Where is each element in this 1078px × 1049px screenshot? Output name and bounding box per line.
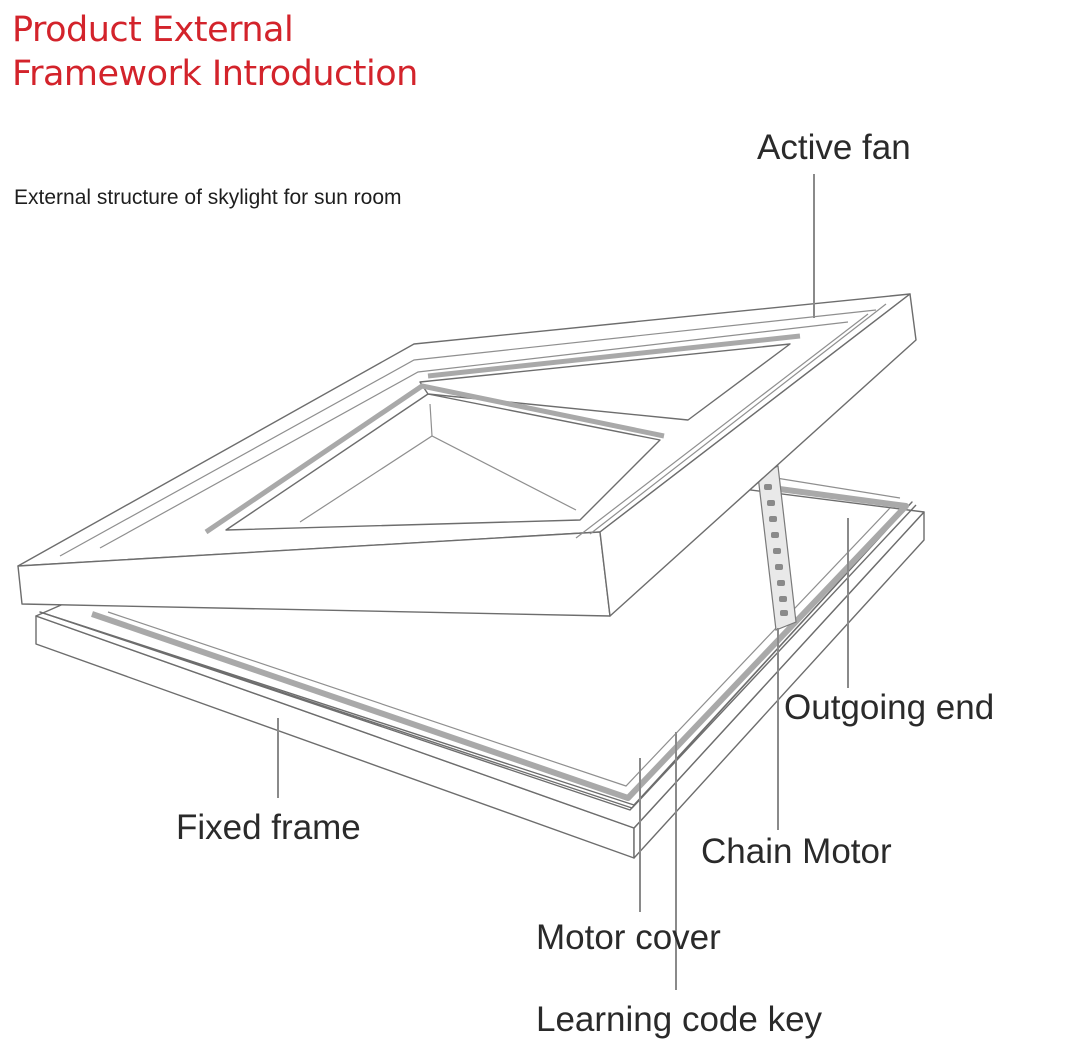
label-fixed-frame: Fixed frame	[176, 808, 361, 847]
leader-lines	[277, 174, 849, 990]
label-outgoing-end: Outgoing end	[784, 688, 995, 727]
active-fan-inner-far	[419, 343, 791, 421]
active-fan	[17, 293, 917, 617]
fixed-frame-inner-side	[39, 501, 913, 811]
label-motor-cover: Motor cover	[536, 918, 721, 957]
chain-links-icon	[764, 484, 788, 616]
label-chain-motor: Chain Motor	[701, 832, 892, 871]
active-fan-seal	[204, 333, 801, 535]
active-fan-inner-lines	[59, 303, 887, 557]
fixed-frame-face-line	[39, 611, 633, 809]
fixed-frame-seal	[91, 485, 909, 801]
page-title: Product External Framework Introduction	[12, 8, 418, 96]
diagram-subtitle: External structure of skylight for sun r…	[14, 186, 402, 209]
label-learning-code-key: Learning code key	[536, 1000, 823, 1039]
title-line-1: Product External	[12, 10, 294, 50]
fixed-frame-face-line-right	[631, 504, 917, 809]
title-line-2: Framework Introduction	[12, 54, 418, 94]
fixed-frame-inner-lines	[107, 477, 901, 787]
active-fan-inner-opening	[225, 393, 661, 531]
active-fan-right-face	[599, 293, 917, 617]
label-active-fan: Active fan	[757, 128, 911, 167]
